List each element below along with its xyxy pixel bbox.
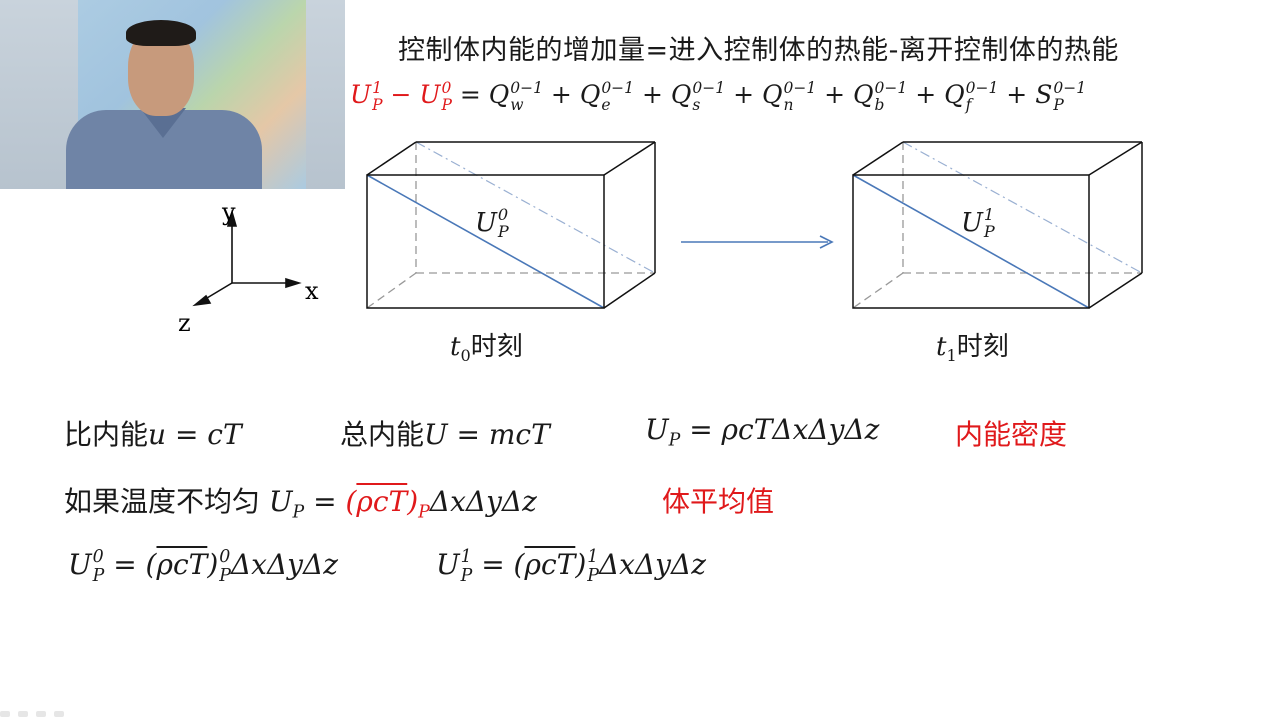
control-volume-box-t0: [366, 141, 656, 309]
axis-z-label: z: [178, 309, 191, 337]
internal-energy-of-cv: UP = ρcTΔxΔyΔz: [645, 413, 880, 451]
equals-sign: =: [459, 80, 489, 109]
prev-slide-icon[interactable]: [0, 711, 10, 717]
total-internal-energy: 总内能U = mcT: [340, 418, 550, 451]
control-volume-box-t1: [852, 141, 1143, 309]
zoom-icon[interactable]: [54, 711, 64, 717]
time-transition-arrow: [681, 235, 834, 249]
pen-tool-icon[interactable]: [18, 711, 28, 717]
nonuniform-expression: 如果温度不均匀 UP = (ρcT)PΔxΔyΔz: [64, 485, 537, 523]
time-label-t1: t1时刻: [936, 332, 1009, 366]
axis-y-label: y: [221, 198, 236, 226]
specific-internal-energy: 比内能u = cT: [64, 418, 242, 451]
presenter-hair: [126, 20, 196, 46]
time-label-t0: t0时刻: [450, 332, 523, 366]
slide-heading: 控制体内能的增加量=进入控制体的热能-离开控制体的热能: [398, 35, 1119, 66]
volume-average-note: 体平均值: [662, 485, 775, 518]
axis-x-label: x: [305, 277, 319, 305]
coordinate-axes: [192, 209, 302, 307]
minus-sign: −: [382, 80, 420, 109]
slide-menu-icon[interactable]: [36, 711, 46, 717]
presentation-controls[interactable]: [0, 702, 80, 717]
internal-energy-density-note: 内能密度: [955, 418, 1068, 451]
presenter-webcam: [0, 0, 345, 189]
